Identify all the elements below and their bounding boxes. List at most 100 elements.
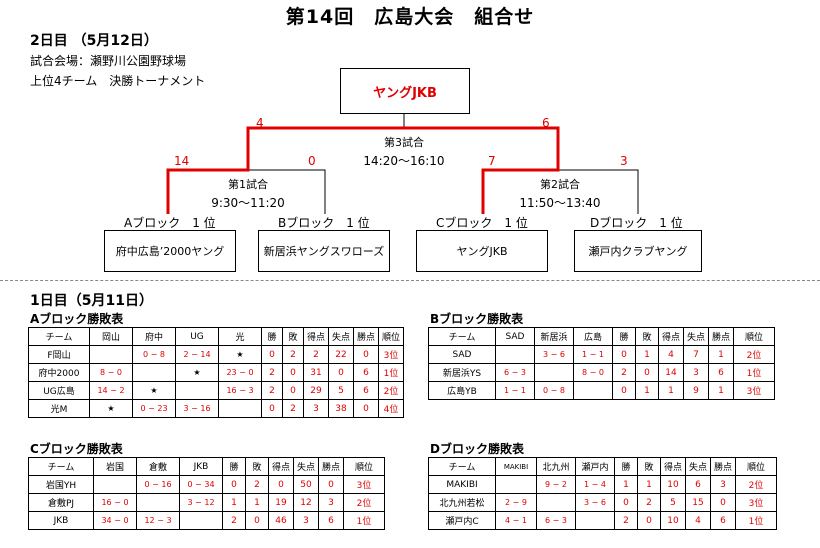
result-cell: 3 − 16 [175, 399, 219, 418]
header-cell: 得点 [658, 327, 684, 346]
stat-cell: 1位 [378, 363, 404, 382]
header-cell: 新居浜 [534, 327, 574, 346]
stat-cell: 0 [222, 475, 246, 494]
semi2-score-left: 7 [488, 154, 496, 168]
stat-cell: 3 [318, 493, 344, 512]
stat-cell: 4 [658, 345, 684, 364]
header-cell: UG [175, 327, 219, 346]
stat-cell: 1位 [733, 363, 775, 382]
stat-cell: 6 [708, 363, 734, 382]
stat-cell: 3位 [378, 345, 404, 364]
header-cell: 失点 [293, 457, 319, 476]
header-cell: 勝点 [353, 327, 379, 346]
stat-cell: 14 [658, 363, 684, 382]
stat-cell: 0 [282, 381, 304, 400]
header-cell: 北九州 [536, 457, 576, 476]
result-cell: 14 − 2 [89, 381, 133, 400]
stat-cell: 2 [282, 399, 304, 418]
header-cell: チーム [28, 327, 90, 346]
stat-cell: 1 [614, 475, 638, 494]
block-d-seed: Dブロック 1 位 [590, 216, 683, 230]
result-cell [575, 511, 615, 530]
stat-cell: 2位 [343, 493, 385, 512]
stat-cell: 0 [710, 493, 736, 512]
final-score-right: 6 [542, 116, 550, 130]
header-cell: 勝点 [710, 457, 736, 476]
block-b-title: Bブロック勝敗表 [430, 312, 524, 326]
stat-cell: 46 [268, 511, 294, 530]
stat-cell: 6 [685, 475, 711, 494]
team-name-cell: 光M [28, 399, 90, 418]
stat-cell: 0 [282, 363, 304, 382]
stat-cell: 0 [353, 345, 379, 364]
stat-cell: 38 [328, 399, 354, 418]
header-cell: 順位 [378, 327, 404, 346]
stat-cell: 0 [318, 475, 344, 494]
result-cell: 3 − 12 [179, 493, 223, 512]
champion-box: ヤングJKB [340, 68, 470, 114]
team-name-cell: 岩国YH [28, 475, 94, 494]
header-cell: 失点 [685, 457, 711, 476]
stat-cell: 2 [245, 475, 269, 494]
day2-heading: 2日目 （5月12日） [30, 33, 158, 49]
result-cell [93, 475, 137, 494]
result-cell: 0 − 8 [132, 345, 176, 364]
result-cell: 3 − 6 [575, 493, 615, 512]
stat-cell: 1 [222, 493, 246, 512]
stat-cell: 0 [328, 363, 354, 382]
semi2-time: 11:50〜13:40 [519, 196, 601, 210]
final-score-left: 4 [256, 116, 264, 130]
header-cell: 光 [218, 327, 262, 346]
team-box-a: 府中広島’2000ヤング [104, 230, 236, 272]
result-cell: 12 − 3 [136, 511, 180, 530]
result-cell [179, 511, 223, 530]
team-name-cell: 府中2000 [28, 363, 90, 382]
block-b-seed: Bブロック 1 位 [278, 216, 370, 230]
result-cell: 0 − 23 [132, 399, 176, 418]
block-c-seed: Cブロック 1 位 [436, 216, 528, 230]
stat-cell: 31 [303, 363, 329, 382]
stat-cell: 1 [635, 381, 659, 400]
stat-cell: 12 [293, 493, 319, 512]
stat-cell: 0 [268, 475, 294, 494]
page-title: 第14回 広島大会 組合せ [285, 6, 535, 28]
semi2-score-right: 3 [620, 154, 628, 168]
stat-cell: 0 [353, 399, 379, 418]
semi2-label: 第2試合 [540, 178, 580, 191]
result-cell: 6 − 3 [536, 511, 576, 530]
header-cell: 勝点 [708, 327, 734, 346]
table-header-row: チーム 岩国 倉敷 JKB 勝 敗 得点 失点 勝点 順位 [28, 457, 385, 476]
result-cell: 2 − 9 [495, 493, 537, 512]
stat-cell: 1 [637, 475, 661, 494]
stat-cell: 0 [245, 511, 269, 530]
stat-cell: 29 [303, 381, 329, 400]
team-name-cell: 新居浜YS [428, 363, 496, 382]
semi1-time: 9:30〜11:20 [211, 196, 285, 210]
result-cell [218, 399, 262, 418]
result-cell: 23 − 0 [218, 363, 262, 382]
block-c-title: Cブロック勝敗表 [30, 442, 123, 456]
header-cell: 勝 [261, 327, 283, 346]
stat-cell: 2 [222, 511, 246, 530]
result-cell: ★ [89, 399, 133, 418]
result-cell [136, 493, 180, 512]
stat-cell: 10 [660, 511, 686, 530]
result-cell: 1 − 1 [573, 345, 613, 364]
team-name-cell: 北九州若松 [428, 493, 496, 512]
header-cell: JKB [179, 457, 223, 476]
result-cell: 34 − 0 [93, 511, 137, 530]
table-header-row: チーム 岡山 府中 UG 光 勝 敗 得点 失点 勝点 順位 [28, 327, 404, 346]
team-name-cell: 広島YB [428, 381, 496, 400]
stat-cell: 2位 [733, 345, 775, 364]
header-cell: チーム [428, 457, 496, 476]
team-box-b: 新居浜ヤングスワローズ [258, 230, 390, 272]
team-name-cell: JKB [28, 511, 94, 530]
stat-cell: 2 [303, 345, 329, 364]
stat-cell: 7 [683, 345, 709, 364]
